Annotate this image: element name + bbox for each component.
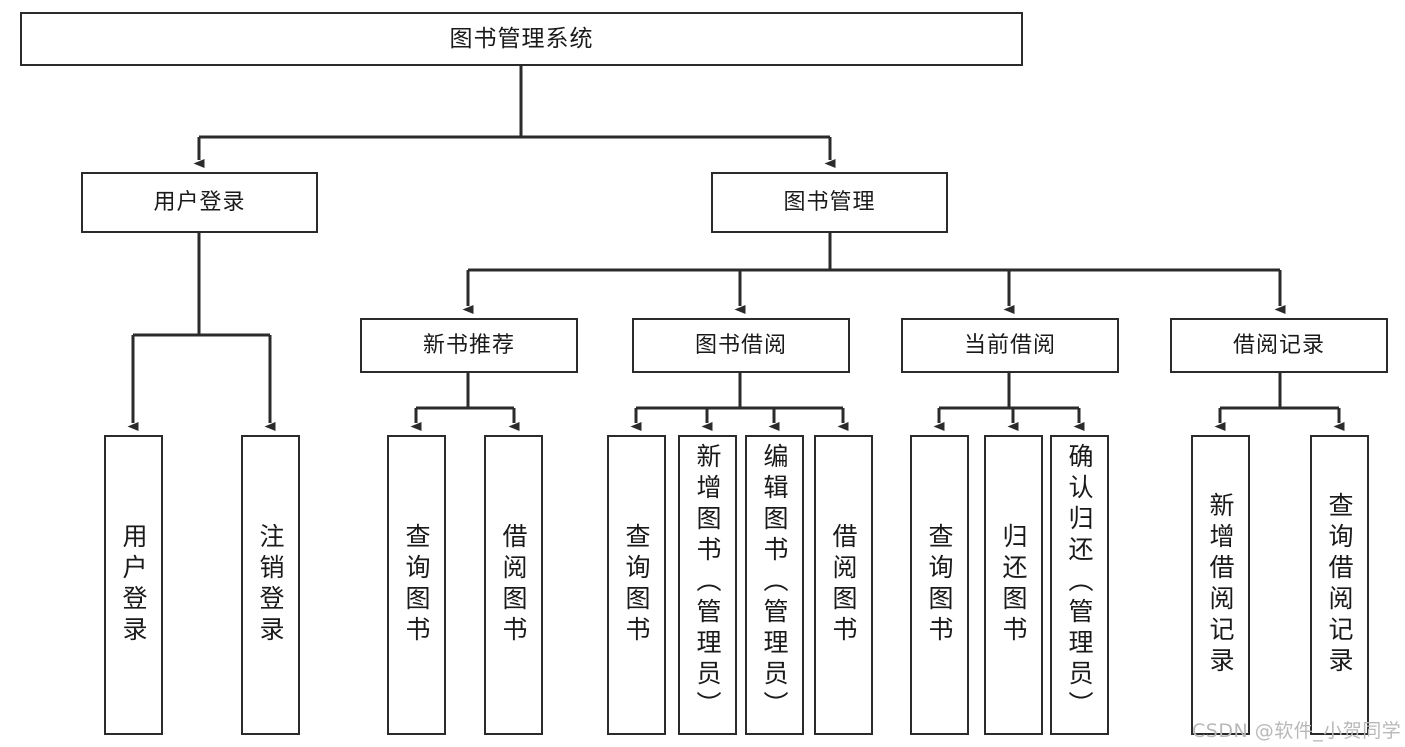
node-current-borrow-label: 当前借阅 [963, 332, 1056, 358]
leaf-borrow-edit-book[interactable]: 编辑图书（管理员） [745, 435, 804, 735]
leaf-newbook-borrow-book[interactable]: 借阅图书 [484, 435, 543, 735]
leaf-newbook-query-book[interactable]: 查询图书 [387, 435, 446, 735]
leaf-borrow-query-book-label: 查询图书 [622, 523, 651, 647]
leaf-newbook-query-book-label: 查询图书 [402, 523, 431, 647]
leaf-user-login-label: 用户登录 [119, 523, 148, 647]
leaf-borrow-edit-book-label: 编辑图书（管理员） [760, 443, 789, 722]
node-book-management-module[interactable]: 图书管理 [711, 172, 948, 233]
leaf-user-logout[interactable]: 注销登录 [241, 435, 300, 735]
node-user-login-module[interactable]: 用户登录 [81, 172, 318, 233]
node-current-borrow[interactable]: 当前借阅 [901, 318, 1119, 373]
leaf-borrow-borrow-book-label: 借阅图书 [829, 523, 858, 647]
node-user-login-module-label: 用户登录 [153, 189, 246, 215]
leaf-current-return-book-label: 归还图书 [999, 523, 1028, 647]
leaf-borrow-add-book-label: 新增图书（管理员） [693, 443, 722, 722]
leaf-user-logout-label: 注销登录 [256, 523, 285, 647]
csdn-watermark: CSDN @软件_小贺同学 [1192, 720, 1402, 742]
leaf-borrow-add-book[interactable]: 新增图书（管理员） [678, 435, 737, 735]
leaf-current-query-book-label: 查询图书 [925, 523, 954, 647]
leaf-user-login[interactable]: 用户登录 [104, 435, 163, 735]
leaf-current-query-book[interactable]: 查询图书 [910, 435, 969, 735]
leaf-record-query-record-label: 查询借阅记录 [1325, 492, 1354, 678]
node-new-book-recommend-label: 新书推荐 [422, 332, 515, 358]
node-borrow-record[interactable]: 借阅记录 [1170, 318, 1388, 373]
leaf-current-return-book[interactable]: 归还图书 [984, 435, 1043, 735]
leaf-newbook-borrow-book-label: 借阅图书 [499, 523, 528, 647]
node-new-book-recommend[interactable]: 新书推荐 [360, 318, 578, 373]
leaf-borrow-borrow-book[interactable]: 借阅图书 [814, 435, 873, 735]
leaf-record-add-record[interactable]: 新增借阅记录 [1191, 435, 1250, 735]
leaf-current-confirm-return-label: 确认归还（管理员） [1065, 443, 1094, 722]
leaf-borrow-query-book[interactable]: 查询图书 [607, 435, 666, 735]
node-book-borrow[interactable]: 图书借阅 [632, 318, 850, 373]
node-root-label: 图书管理系统 [449, 25, 594, 52]
leaf-current-confirm-return[interactable]: 确认归还（管理员） [1050, 435, 1109, 735]
node-root[interactable]: 图书管理系统 [20, 12, 1023, 66]
node-book-borrow-label: 图书借阅 [694, 332, 787, 358]
node-borrow-record-label: 借阅记录 [1232, 332, 1325, 358]
node-book-management-module-label: 图书管理 [783, 189, 876, 215]
leaf-record-query-record[interactable]: 查询借阅记录 [1310, 435, 1369, 735]
leaf-record-add-record-label: 新增借阅记录 [1206, 492, 1235, 678]
